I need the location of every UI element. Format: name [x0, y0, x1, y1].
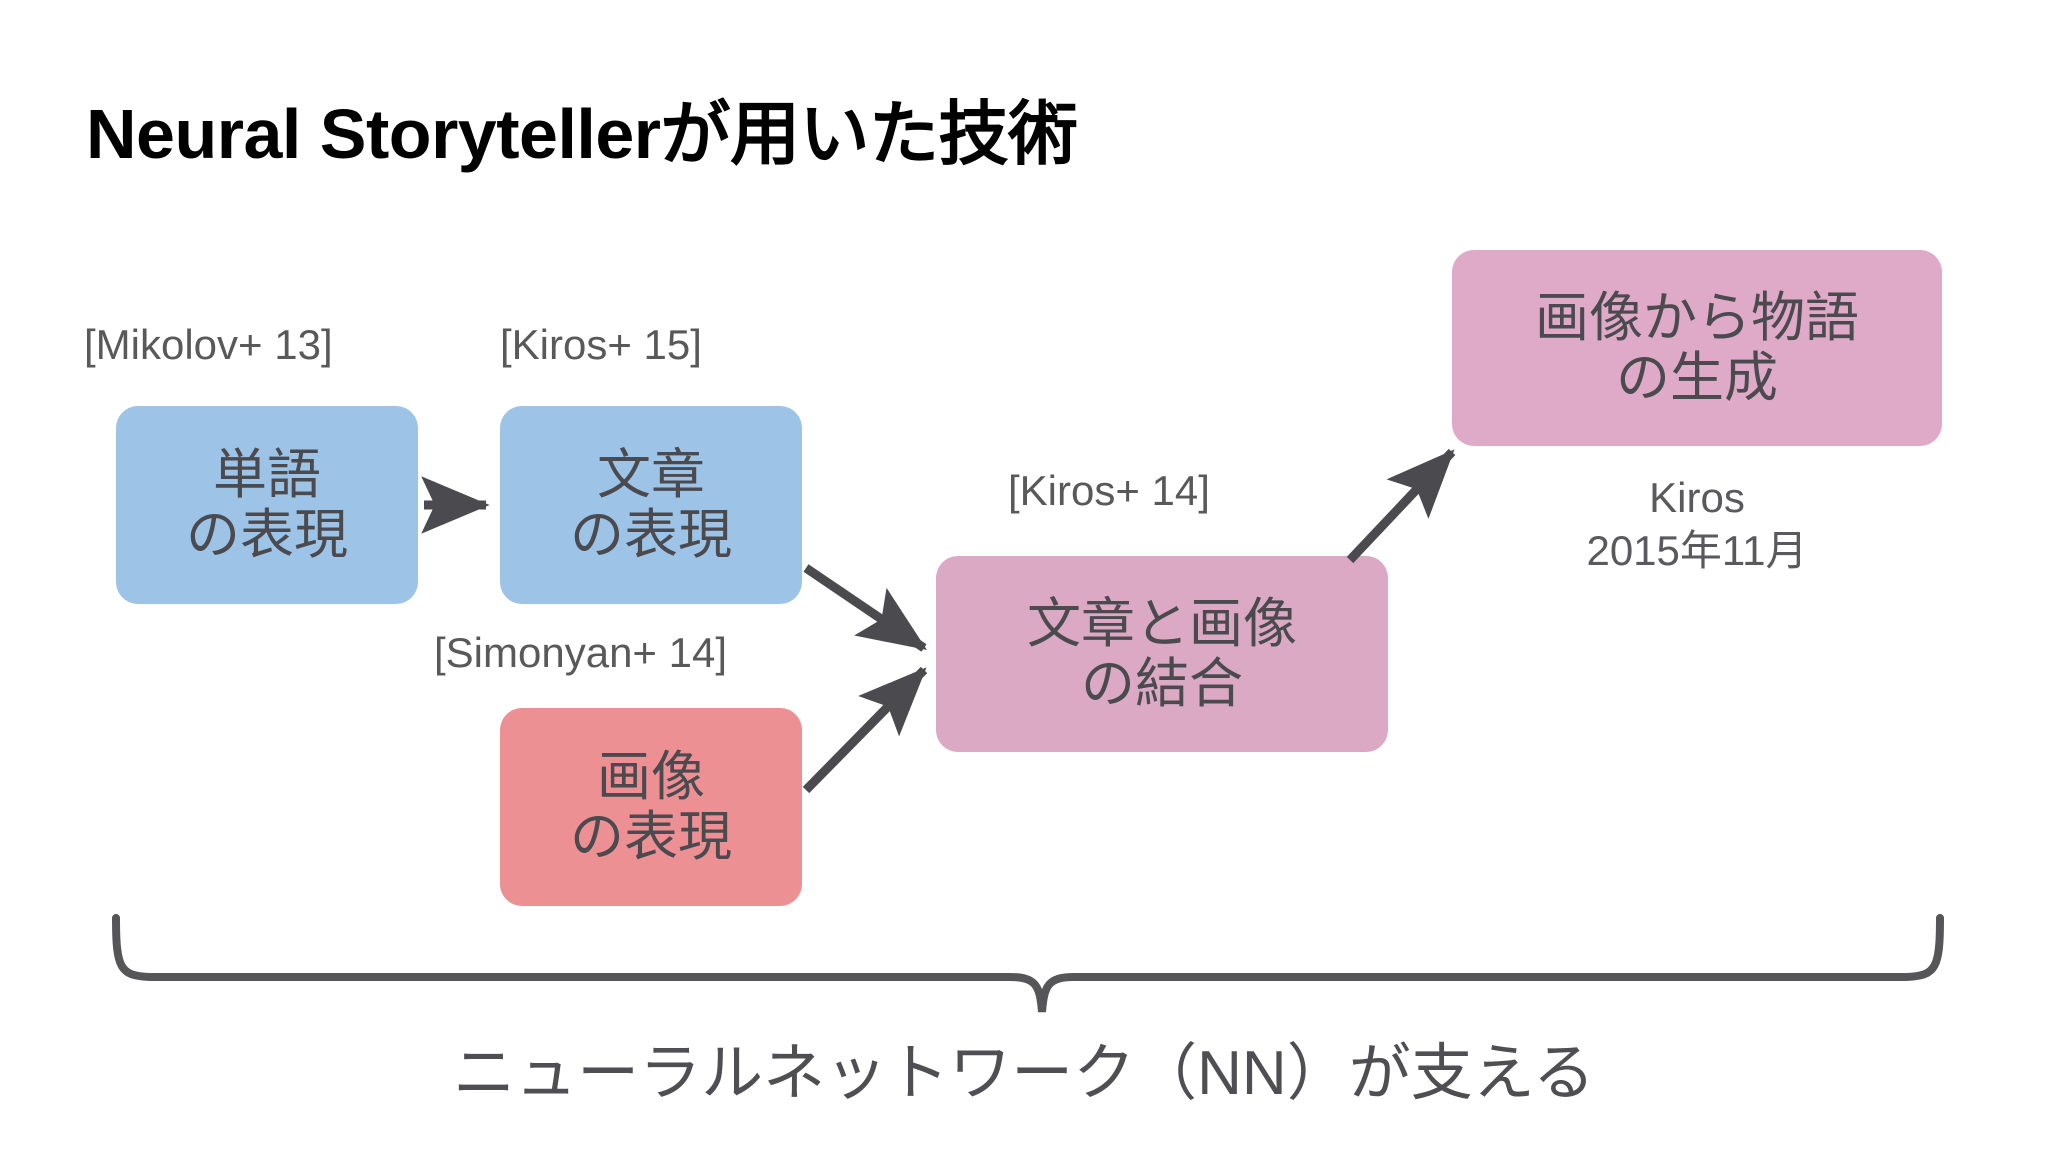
node-join-line2: の結合: [1081, 654, 1243, 714]
arrow-image-to-join: [802, 666, 928, 794]
node-sentence-line1: 文章: [597, 444, 705, 505]
node-word-line2: の表現: [186, 505, 348, 565]
grouping-brace: [112, 914, 1944, 1013]
node-story-line2: の生成: [1616, 348, 1778, 408]
node-image-representation[interactable]: 画像 の表現: [500, 708, 802, 906]
citation-simonyan: [Simonyan+ 14]: [434, 629, 728, 676]
citation-kiros-15: [Kiros+ 15]: [500, 321, 702, 368]
node-word-representation[interactable]: 単語 の表現: [116, 406, 418, 604]
node-story-generation[interactable]: 画像から物語 の生成: [1452, 250, 1942, 446]
node-join-line1: 文章と画像: [1027, 593, 1297, 654]
node-story-line1: 画像から物語: [1535, 287, 1859, 348]
attribution-date: 2015年11月: [1586, 526, 1808, 574]
citation-kiros-14: [Kiros+ 14]: [1008, 467, 1210, 514]
bottom-caption: ニューラルネットワーク（NN）が支える: [453, 1039, 1595, 1108]
citation-mikolov: [Mikolov+ 13]: [84, 321, 333, 368]
arrow-sentence-to-join: [803, 564, 927, 652]
arrow-join-to-story: [1346, 448, 1456, 564]
story-attribution: Kiros 2015年11月: [1452, 472, 1942, 577]
node-word-line1: 単語: [213, 444, 321, 505]
node-sentence-line2: の表現: [570, 505, 732, 565]
page-title: Neural Storytellerが用いた技術: [86, 95, 1078, 173]
node-image-line2: の表現: [570, 807, 732, 867]
node-sentence-representation[interactable]: 文章 の表現: [500, 406, 802, 604]
node-text-image-join[interactable]: 文章と画像 の結合: [936, 556, 1388, 752]
node-image-line1: 画像: [597, 746, 705, 807]
attribution-author: Kiros: [1649, 474, 1745, 521]
